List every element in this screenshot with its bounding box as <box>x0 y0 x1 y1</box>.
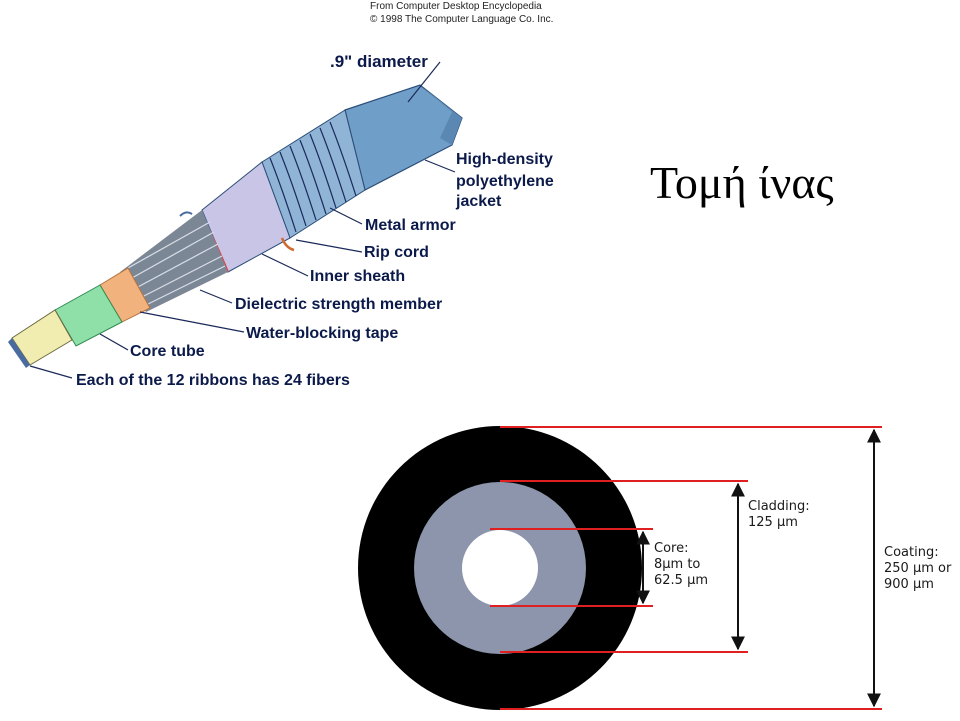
label-water-blocking-tape: Water-blocking tape <box>246 325 398 342</box>
cladding-label-2: 125 µm <box>748 515 798 530</box>
core-label-1: Core: <box>654 541 688 556</box>
label-jacket-3: jacket <box>455 193 502 210</box>
label-metal-armor: Metal armor <box>365 217 456 234</box>
core-label-3: 62.5 µm <box>654 573 708 588</box>
label-jacket-2: polyethylene <box>456 173 554 190</box>
label-ribbons: Each of the 12 ribbons has 24 fibers <box>76 372 350 389</box>
core-label-2: 8µm to <box>654 557 700 572</box>
label-rip-cord: Rip cord <box>364 244 429 261</box>
coating-label-3: 900 µm <box>884 577 934 592</box>
label-jacket-1: High-density <box>456 151 553 168</box>
cladding-label-1: Cladding: <box>748 499 810 514</box>
metal-armor <box>261 109 366 239</box>
label-inner-sheath: Inner sheath <box>310 268 405 285</box>
dimension-lines <box>490 426 882 710</box>
coating-label-2: 250 µm or <box>884 561 952 576</box>
page-title: Τομή ίνας <box>650 157 834 208</box>
leader-lines <box>29 61 456 379</box>
coating-label-1: Coating: <box>884 545 939 560</box>
core-circle <box>462 530 538 606</box>
diameter-label: .9" diameter <box>330 52 428 71</box>
label-core-tube: Core tube <box>130 343 205 360</box>
cable-drawing <box>8 84 463 368</box>
credit-line-2: © 1998 The Computer Language Co. Inc. <box>370 14 553 25</box>
strength-member <box>120 210 228 312</box>
fiber-cross-section <box>358 426 642 710</box>
credit-line-1: From Computer Desktop Encyclopedia <box>370 1 542 12</box>
label-strength-member: Dielectric strength member <box>235 296 442 313</box>
